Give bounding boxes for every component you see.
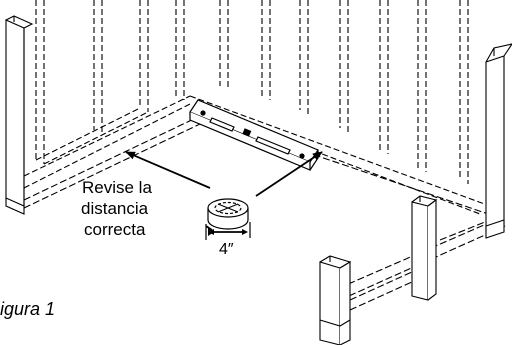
spirit-level-icon xyxy=(189,99,319,171)
dimension-label: 4″ xyxy=(219,241,234,258)
leveling-foot-icon xyxy=(207,198,249,230)
front-post xyxy=(319,255,352,345)
back-right-post xyxy=(485,43,512,239)
figure-caption: igura 1 xyxy=(0,299,55,319)
cabinet-frame xyxy=(5,0,512,345)
middle-right-post xyxy=(411,195,438,301)
front-floor-rail xyxy=(349,271,413,311)
callout-line-1: Revise la xyxy=(82,178,152,197)
callout-line-3: correcta xyxy=(84,220,146,239)
back-frame-panels xyxy=(23,0,491,215)
callout-line-2: distancia xyxy=(81,199,149,218)
back-left-post xyxy=(5,15,34,215)
double-arrow-icon xyxy=(125,151,323,240)
